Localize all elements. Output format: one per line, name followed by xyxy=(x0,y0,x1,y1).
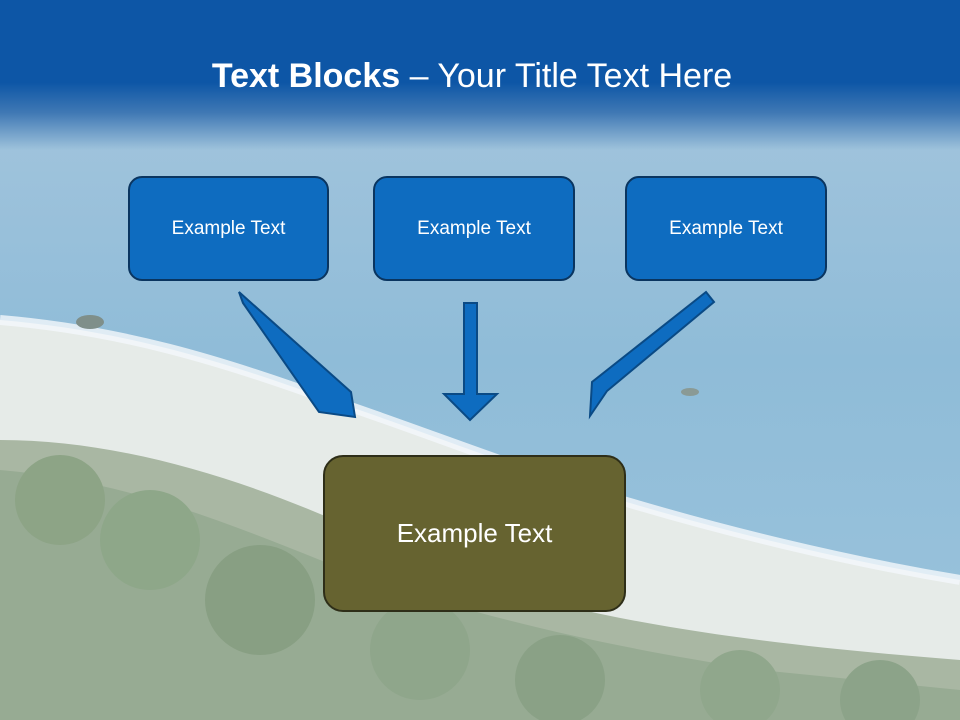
slide-title: Text Blocks – Your Title Text Here xyxy=(0,52,944,100)
title-regular-part: Your Title Text Here xyxy=(437,57,733,95)
title-header-bar xyxy=(0,0,960,150)
text-block-top-left[interactable]: Example Text xyxy=(128,176,329,281)
text-block-top-center[interactable]: Example Text xyxy=(373,176,575,281)
text-block-top-right-label: Example Text xyxy=(669,217,783,239)
text-block-top-center-label: Example Text xyxy=(417,217,531,239)
text-block-bottom-label: Example Text xyxy=(396,518,553,548)
title-separator: – xyxy=(400,57,438,95)
text-block-top-right[interactable]: Example Text xyxy=(625,176,827,281)
title-bold-part: Text Blocks xyxy=(211,57,401,95)
text-block-top-left-label: Example Text xyxy=(171,217,286,239)
text-block-bottom[interactable]: Example Text xyxy=(323,455,626,612)
